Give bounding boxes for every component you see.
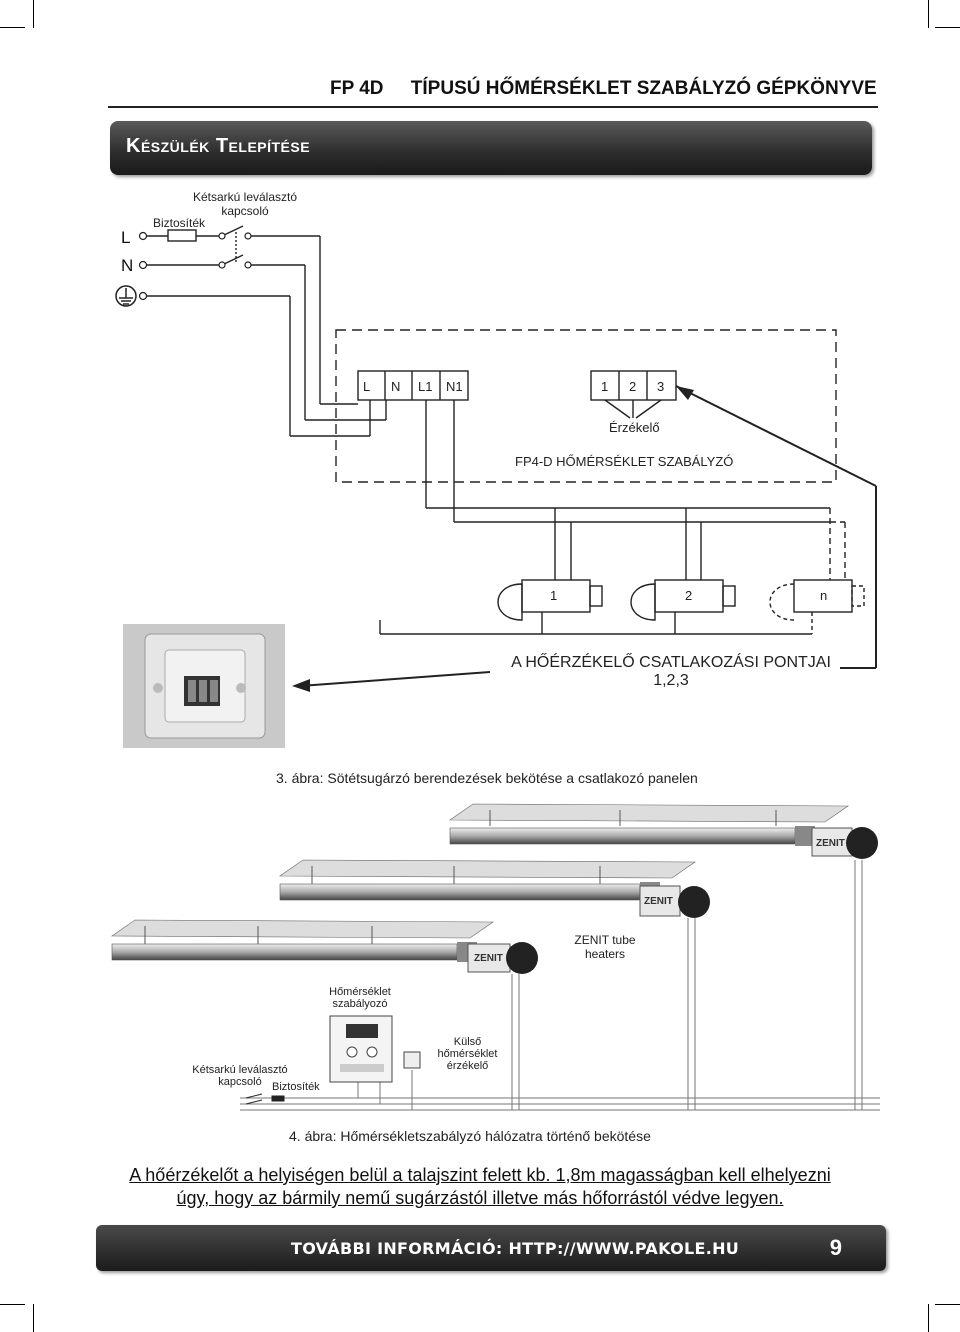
terminal-label: 2: [629, 379, 637, 394]
header-divider: [108, 106, 878, 108]
heater-number: n: [820, 588, 828, 603]
placement-note: A hőérzékelőt a helyiségen belül a talaj…: [129, 1165, 831, 1208]
footer-info: TOVÁBBI INFORMÁCIÓ: HTTP://WWW.PAKOLE.HU: [291, 1239, 740, 1258]
installation-illustration: [111, 803, 880, 1111]
section-title: Készülék Telepítése: [126, 135, 311, 157]
figure-4-caption: 4. ábra: Hőmérsékletszabályzó hálózatra …: [289, 1128, 651, 1144]
figure-3-caption: 3. ábra: Sötétsugárzó berendezések beköt…: [276, 770, 698, 786]
zenit-logo: ZENIT: [474, 953, 503, 964]
earth-icon: [115, 285, 137, 307]
heater-number: 2: [685, 588, 693, 603]
junction-box-photo: [123, 624, 285, 748]
terminal-label: N: [391, 379, 401, 394]
crop-mark: [33, 0, 34, 28]
page-number: 9: [829, 1235, 842, 1260]
line-L-label: L: [121, 228, 131, 247]
terminal-label: L: [363, 379, 371, 394]
crop-mark: [33, 1304, 34, 1332]
wiring-diagram: [115, 225, 877, 748]
section-banner: Készülék Telepítése: [110, 121, 872, 175]
heater-number: 1: [550, 588, 558, 603]
footer-bar: TOVÁBBI INFORMÁCIÓ: HTTP://WWW.PAKOLE.HU…: [96, 1225, 886, 1271]
crop-mark: [0, 1304, 25, 1305]
sensor-label: Érzékelő: [609, 420, 660, 435]
crop-mark: [935, 1304, 960, 1305]
fuse-label: Biztosíték: [153, 216, 206, 230]
page-header: FP 4D TÍPUSÚ HŐMÉRSÉKLET SZABÁLYZÓ GÉPKÖ…: [330, 78, 890, 100]
manual-code: FP 4D: [330, 78, 384, 99]
crop-mark: [935, 27, 960, 28]
zenit-logo: ZENIT: [816, 838, 845, 849]
zenit-logo: ZENIT: [644, 896, 673, 907]
crop-mark: [928, 1304, 929, 1332]
terminal-label: N1: [446, 379, 463, 394]
line-N-label: N: [121, 256, 134, 275]
crop-mark: [0, 27, 25, 28]
crop-mark: [928, 0, 929, 28]
terminal-label: 3: [657, 379, 665, 394]
fuse-label: Biztosíték: [272, 1081, 320, 1093]
terminal-label: 1: [601, 379, 609, 394]
controller-label: FP4-D HŐMÉRSÉKLET SZABÁLYZÓ: [515, 454, 734, 469]
manual-title: TÍPUSÚ HŐMÉRSÉKLET SZABÁLYZÓ GÉPKÖNYVE: [410, 78, 877, 99]
terminal-label: L1: [418, 379, 433, 394]
